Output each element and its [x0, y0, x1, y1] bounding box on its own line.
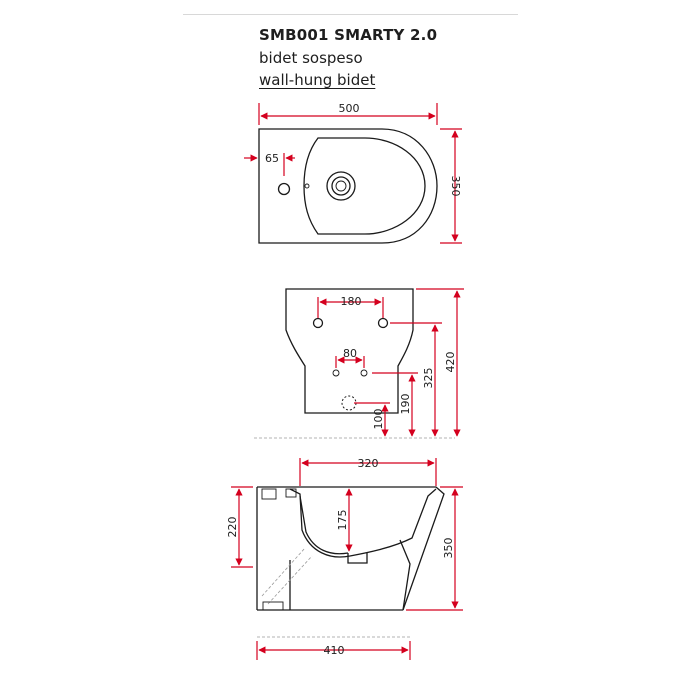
top-view-waste-outer [326, 171, 356, 201]
dim-label-tap-spacing: 80 [343, 347, 357, 360]
side-trap [347, 553, 368, 564]
side-base [257, 539, 411, 611]
dim-label-bowl-width: 320 [358, 457, 379, 470]
front-view-fixing-hole-right [377, 317, 389, 329]
front-view-fixing-hole-left [312, 317, 324, 329]
top-view-bowl [303, 137, 426, 235]
dim-label-rim-height: 220 [226, 517, 239, 538]
front-view-outline [285, 288, 414, 414]
dim-label-total-height: 420 [444, 352, 457, 373]
front-view-hot-supply [360, 369, 368, 377]
front-view: 180 80 100 190 325 420 [254, 288, 464, 439]
dim-label-side-length: 410 [324, 644, 345, 657]
top-view-waste-inner [331, 176, 351, 196]
side-flush-detail [261, 488, 277, 500]
dim-label-top-width: 500 [339, 102, 360, 115]
side-hidden-fixing [261, 547, 306, 597]
dim-label-hole-spacing: 180 [341, 295, 362, 308]
dim-label-top-depth: 350 [449, 176, 462, 197]
dim-label-bowl-depth: 175 [336, 510, 349, 531]
side-foot-detail [262, 601, 284, 611]
dim-label-side-height: 350 [442, 538, 455, 559]
top-view-tap-hole [277, 182, 291, 196]
top-view: 500 65 350 [244, 102, 462, 244]
side-bowl-inner-2 [299, 495, 349, 555]
header-rule [183, 14, 518, 15]
product-title: SMB001 SMARTY 2.0 [259, 26, 438, 44]
dim-label-waste-height: 190 [399, 394, 412, 415]
top-view-waste-core [335, 180, 347, 192]
side-hidden-fixing-2 [267, 555, 313, 605]
side-section: 320 175 220 350 410 [226, 457, 463, 660]
front-view-waste-outlet [341, 395, 357, 411]
side-outer-shell [257, 486, 445, 611]
side-bowl-inner [289, 488, 437, 558]
product-subtitle-english: wall-hung bidet [259, 71, 376, 89]
product-subtitle-italian: bidet sospeso [259, 49, 363, 67]
dim-label-hole-offset: 65 [265, 152, 279, 165]
front-view-cold-supply [332, 369, 340, 377]
top-view-outline [258, 128, 438, 244]
dim-label-floor-height: 100 [372, 409, 385, 430]
side-rim-detail [285, 488, 297, 498]
top-view-overflow [304, 183, 310, 189]
dim-label-hole-height: 325 [422, 368, 435, 389]
